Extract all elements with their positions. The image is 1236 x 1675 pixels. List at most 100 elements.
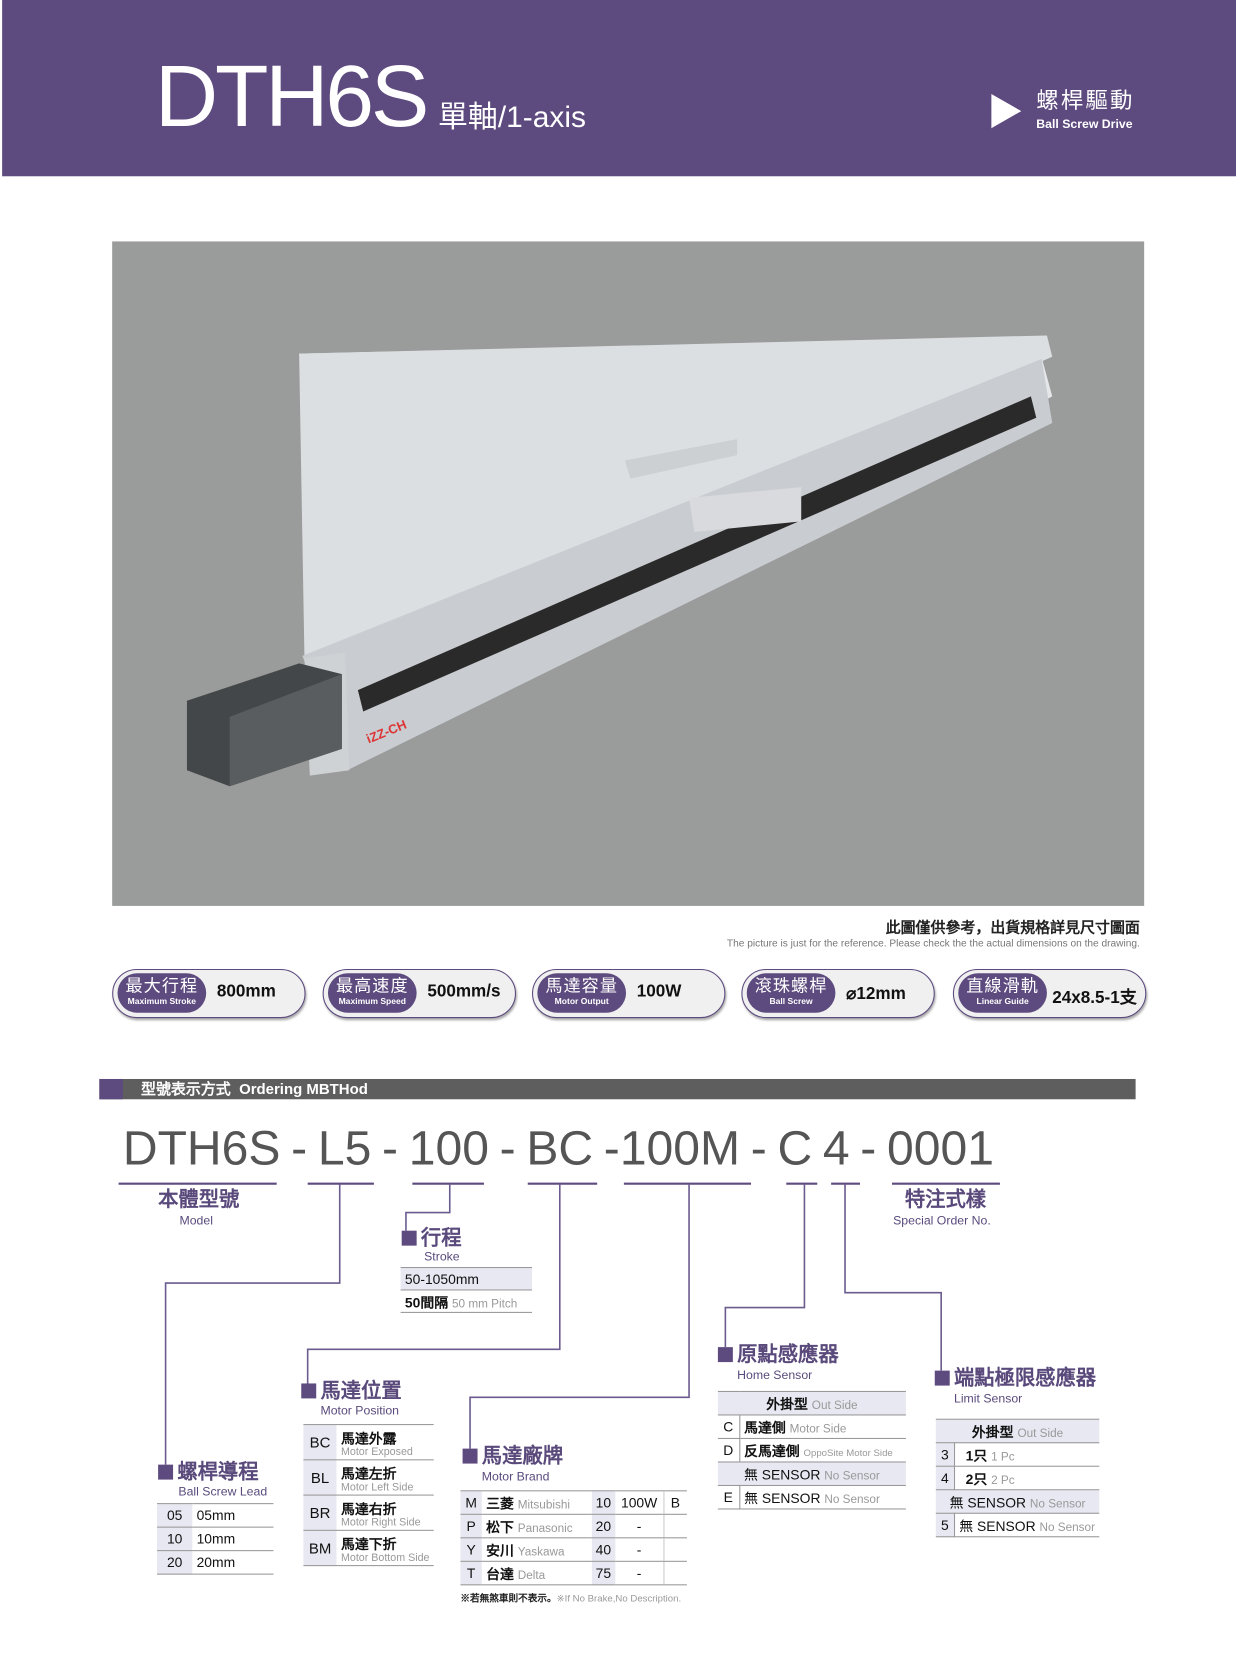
stroke-title: 行程 xyxy=(401,1227,462,1250)
spec-value: 24x8.5-1支 xyxy=(1052,989,1137,1008)
stroke-title-zh: 行程 xyxy=(420,1227,462,1250)
code-home-sensor: C xyxy=(777,1120,813,1176)
code-motor-brand: -100M xyxy=(603,1120,741,1176)
brand-brake xyxy=(662,1514,687,1539)
section-title: 型號表示方式 Ordering MBTHod xyxy=(141,1080,368,1098)
sensor-zh: 無 SENSOR xyxy=(744,1490,821,1507)
motor-position-title-en: Motor Position xyxy=(320,1404,400,1418)
lead-value: 05mm xyxy=(192,1503,274,1528)
limit-sensor-title-en: Limit Sensor xyxy=(953,1393,1023,1406)
spec-value: 800mm xyxy=(216,982,276,1001)
outside-header: 外掛型 Out Side xyxy=(935,1418,1100,1444)
linear-actuator-illustration: iZZ-CH xyxy=(186,335,1053,787)
no-sensor-header: 無 SENSOR No Sensor xyxy=(717,1461,906,1487)
brand-en: Yaskawa xyxy=(517,1545,565,1559)
brand-brake: B xyxy=(662,1490,687,1515)
underline-stroke xyxy=(412,1182,484,1185)
sensor-en: 2 Pc xyxy=(991,1474,1015,1488)
sensor-en: No Sensor xyxy=(824,1493,880,1507)
stroke-range: 50-1050mm xyxy=(400,1267,533,1291)
underline-home-sensor xyxy=(786,1182,818,1185)
brand-code: Y xyxy=(460,1537,482,1562)
brand-code: T xyxy=(460,1561,482,1586)
brand-en: Mitsubishi xyxy=(517,1498,570,1512)
stroke-pitch: 50間隔 50 mm Pitch xyxy=(400,1289,533,1313)
special-title: 特注式樣 xyxy=(904,1189,987,1212)
spec-label-en: Linear Guide xyxy=(976,996,1029,1007)
lead-title: 螺桿導程 xyxy=(158,1462,259,1484)
spec-label-zh: 最高速度 xyxy=(335,977,409,996)
model-code: DTH6S - L5 - 100 - BC -100M - C 4 - 0001 xyxy=(123,1124,994,1172)
brand-zh: 安川 xyxy=(486,1542,514,1559)
brand-number: 40 xyxy=(591,1537,616,1562)
sensor-zh: 無 SENSOR xyxy=(959,1518,1036,1535)
carriage xyxy=(689,487,802,533)
brand-brake xyxy=(662,1537,687,1562)
sensor-zh: 1只 xyxy=(965,1447,988,1464)
header-banner xyxy=(2,0,1236,177)
brand-power: - xyxy=(615,1561,664,1586)
code-dash: - xyxy=(291,1120,308,1176)
position-code: BL xyxy=(303,1459,337,1496)
no-sensor-en: No Sensor xyxy=(1029,1497,1086,1511)
brand-en: Panasonic xyxy=(517,1522,573,1536)
home-sensor-title-en: Home Sensor xyxy=(737,1369,813,1383)
brand-number: 10 xyxy=(591,1490,616,1515)
sensor-code: E xyxy=(717,1485,740,1510)
spec-label-en: Maximum Speed xyxy=(338,996,407,1007)
motor-position-title-zh: 馬達位置 xyxy=(320,1380,402,1403)
brand-power: - xyxy=(615,1537,664,1562)
code-dash: - xyxy=(499,1120,516,1176)
square-marker-icon xyxy=(158,1464,174,1480)
code-model: DTH6S xyxy=(122,1120,281,1176)
spec-label-zh: 滾珠螺桿 xyxy=(754,977,828,996)
sensor-en: Motor Side xyxy=(789,1422,847,1436)
brand-brake xyxy=(662,1561,687,1586)
position-code: BR xyxy=(303,1495,337,1531)
underline-lead xyxy=(307,1182,374,1185)
lead-title-en: Ball Screw Lead xyxy=(178,1486,268,1499)
no-sensor-zh: 無 SENSOR xyxy=(949,1494,1027,1511)
sensor-zh: 馬達側 xyxy=(744,1419,786,1436)
limit-sensor-title: 端點極限感應器 xyxy=(934,1368,1096,1389)
lead-code: 05 xyxy=(157,1503,193,1528)
code-special: 0001 xyxy=(887,1120,994,1176)
product-title: DTH6S xyxy=(154,48,429,146)
position-en: Motor Exposed xyxy=(340,1445,413,1458)
underline-motor-brand xyxy=(623,1182,752,1185)
code-motor-position: BC xyxy=(526,1120,594,1176)
brand-power: - xyxy=(615,1514,664,1539)
sensor-code: 4 xyxy=(935,1466,955,1491)
sensor-code: 5 xyxy=(935,1513,955,1538)
spec-value: ⌀12mm xyxy=(846,984,906,1004)
no-sensor-header: 無 SENSOR No Sensor xyxy=(935,1489,1100,1514)
special-title-en: Special Order No. xyxy=(893,1214,991,1228)
screw-slot xyxy=(357,396,1037,712)
sensor-zh: 反馬達側 xyxy=(744,1443,800,1460)
position-en: Motor Bottom Side xyxy=(340,1551,430,1564)
outside-en: Out Side xyxy=(1017,1427,1064,1441)
square-marker-icon xyxy=(301,1383,317,1399)
brake-note: ※若無煞車則不表示。※If No Brake,No Description. xyxy=(460,1593,681,1605)
brand-code: M xyxy=(460,1490,482,1515)
brand-power: 100W xyxy=(615,1490,664,1515)
home-sensor-title: 原點感應器 xyxy=(717,1344,839,1366)
underline-special xyxy=(892,1182,1000,1185)
no-sensor-zh: 無 SENSOR xyxy=(744,1466,821,1483)
